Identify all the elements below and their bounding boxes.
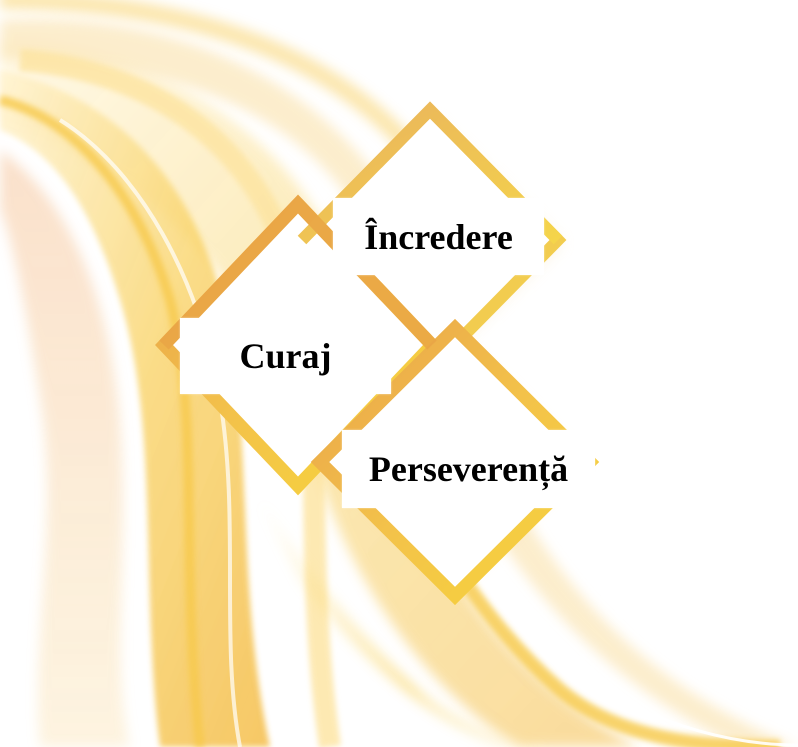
label-curaj: Curaj [180,318,391,394]
label-incredere-text: Încredere [364,216,513,258]
label-perseverenta: Perseverență [342,430,595,508]
label-incredere: Încredere [333,198,544,275]
label-curaj-text: Curaj [240,335,332,377]
label-perseverenta-text: Perseverență [369,448,568,490]
